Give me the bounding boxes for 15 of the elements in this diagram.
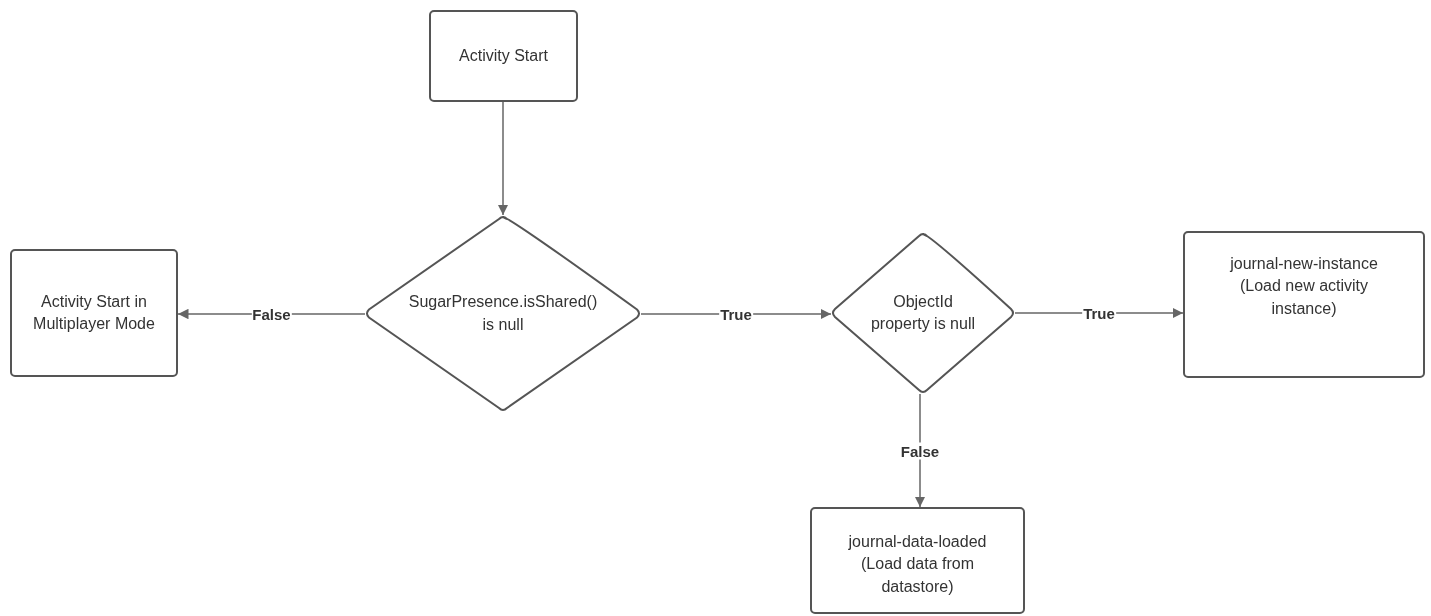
decision-diamond [831,232,1015,394]
node-text: ObjectId property is null [869,291,976,334]
process-box [429,10,578,102]
node-text: journal-new-instance (Load new activity instance) [1229,254,1379,319]
arrow [497,101,509,216]
node-text: journal-data-loaded (Load data from datastore) [847,532,988,597]
node-text: Activity Start [459,46,548,66]
node-text: Activity Start in Multiplayer Mode [32,291,156,334]
process-box [810,507,1025,614]
decision-diamond [365,215,641,412]
arrow [640,308,832,320]
process-box [1183,231,1425,378]
process-box [10,249,178,377]
edge-label: False [899,442,941,459]
node-text: SugarPresence.isShared() is null [407,292,599,335]
